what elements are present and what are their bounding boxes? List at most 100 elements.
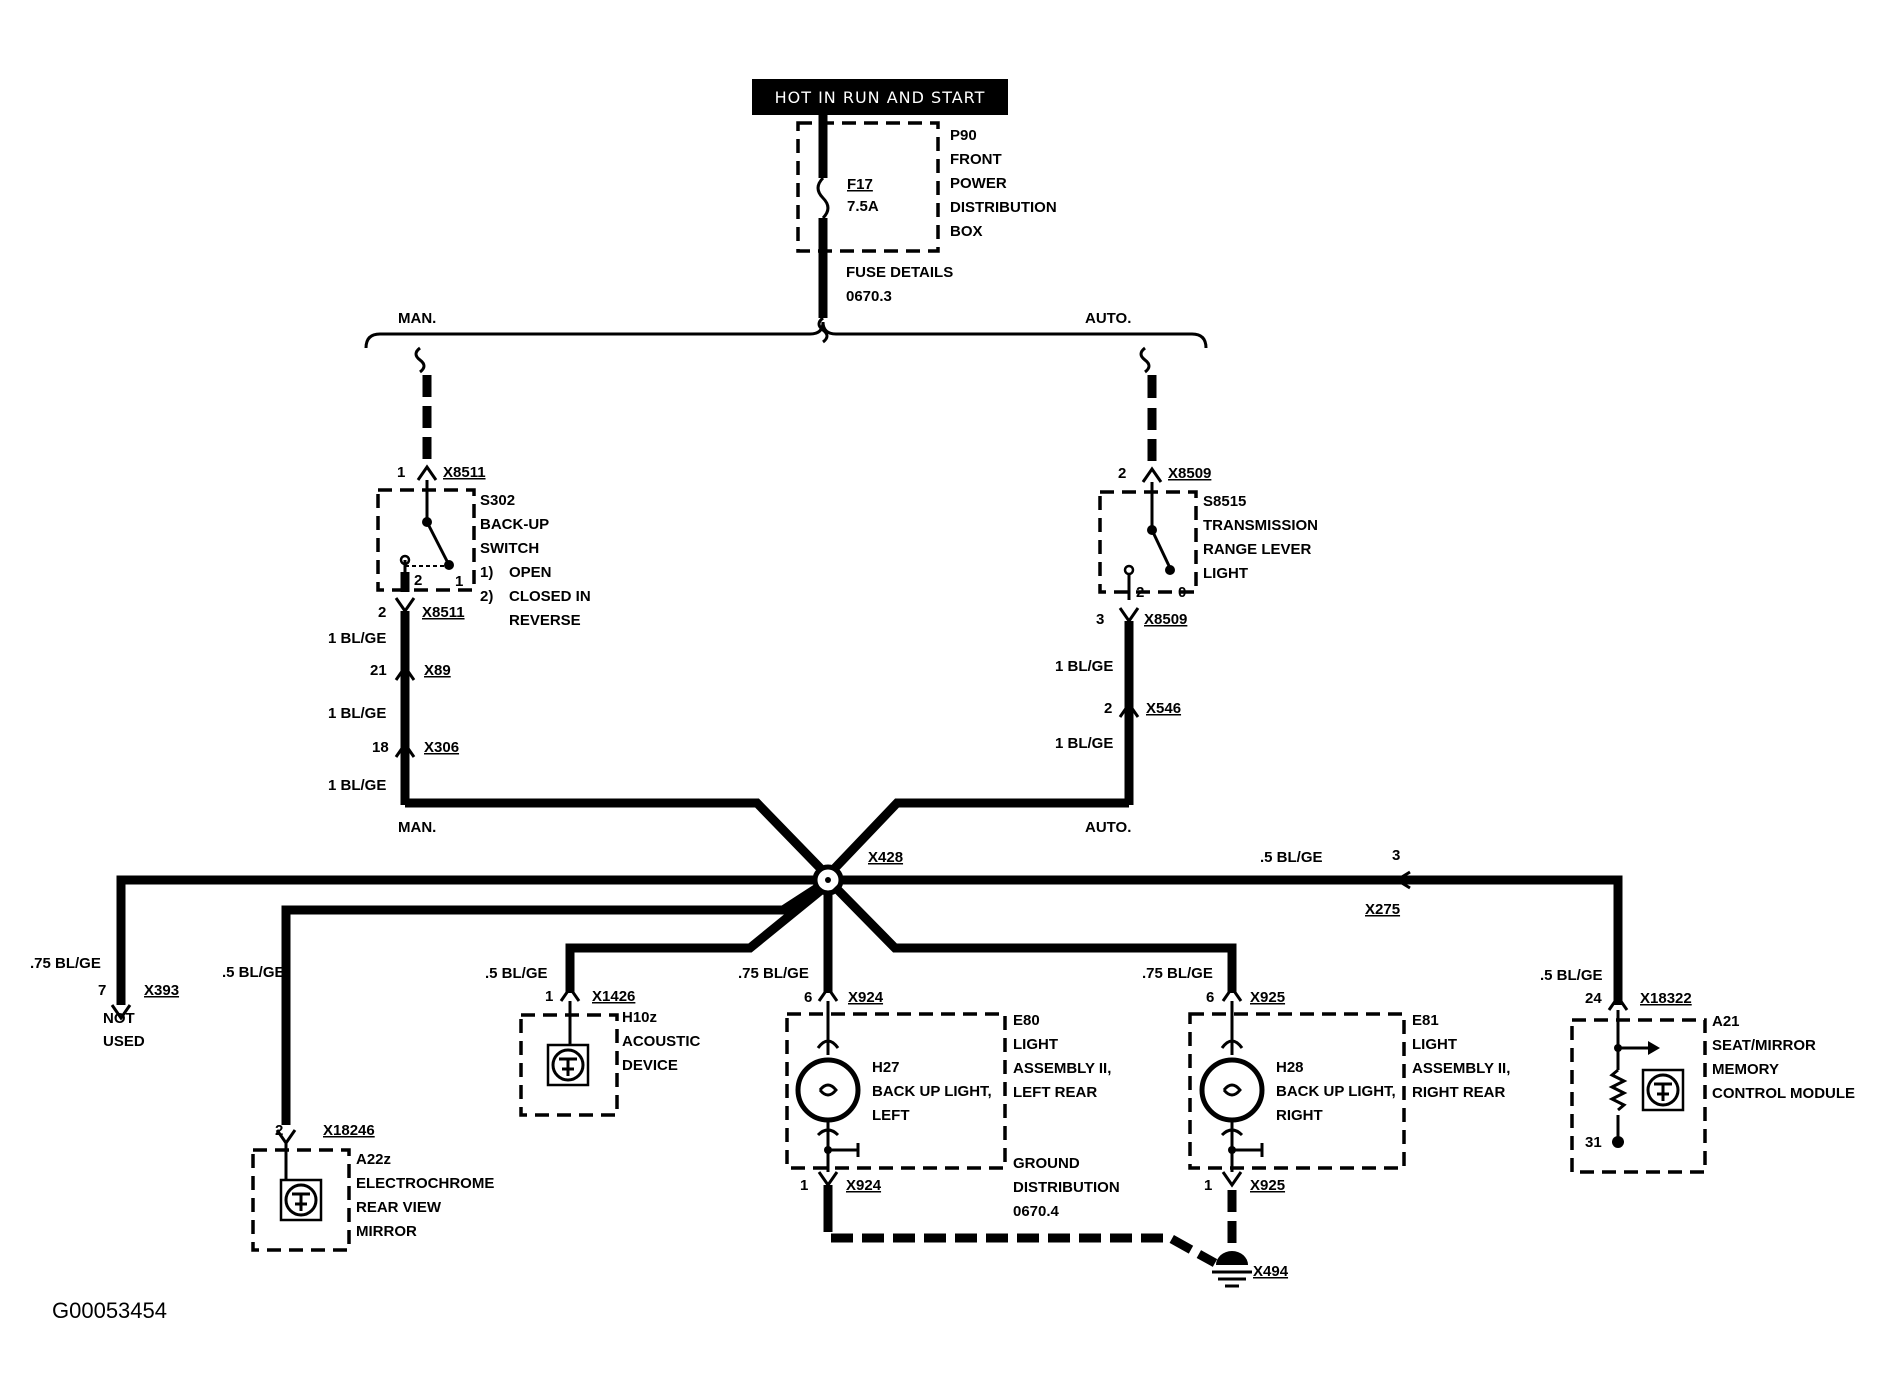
man-switch-state-2: CLOSED IN — [509, 588, 591, 605]
auto-bot-conn: X8509 — [1144, 611, 1187, 628]
man-contact-2: 2 — [414, 572, 422, 589]
right-bulb-name-1: BACK UP LIGHT, — [1276, 1083, 1396, 1100]
left-light-pin: 6 — [804, 989, 812, 1006]
left-light-wire-label: .75 BL/GE — [738, 965, 809, 982]
right-bulb-id: H28 — [1276, 1059, 1304, 1076]
man-switch-state-2-num: 2) — [480, 588, 493, 605]
left-assy-id: E80 — [1013, 1012, 1040, 1029]
hot-label: HOT IN RUN AND START — [775, 88, 986, 107]
man-switch-state-3: REVERSE — [509, 612, 581, 629]
acoustic-name-2: DEVICE — [622, 1057, 678, 1074]
left-ground-wire — [823, 1210, 1218, 1267]
auto-x546: X546 — [1146, 700, 1181, 717]
auto-wire-2: 1 BL/GE — [1055, 735, 1113, 752]
left-bulb-name-1: BACK UP LIGHT, — [872, 1083, 992, 1100]
memory-name-3: CONTROL MODULE — [1712, 1085, 1855, 1102]
auto-bottom-label: AUTO. — [1085, 819, 1131, 836]
auto-bot-pin: 3 — [1096, 611, 1104, 628]
fuse-rating: 7.5A — [847, 198, 879, 215]
man-contact-1: 1 — [455, 573, 463, 590]
left-bulb-id: H27 — [872, 1059, 900, 1076]
ground-note-1: GROUND — [1013, 1155, 1080, 1172]
acoustic-id: H10z — [622, 1009, 657, 1026]
left-assy-name-1: LIGHT — [1013, 1036, 1058, 1053]
memory-gnd-pin: 31 — [1585, 1134, 1602, 1151]
auto-wire-1: 1 BL/GE — [1055, 658, 1113, 675]
auto-switch-blade — [1150, 529, 1172, 569]
fuse-details-1: FUSE DETAILS — [846, 264, 953, 281]
left-gnd-conn: X924 — [846, 1177, 882, 1194]
right-assy-id: E81 — [1412, 1012, 1439, 1029]
left-assy-name-2: ASSEMBLY II, — [1013, 1060, 1111, 1077]
mirror-outline — [251, 1148, 351, 1252]
man-switch-name-2: SWITCH — [480, 540, 539, 557]
ground-note-2: DISTRIBUTION — [1013, 1179, 1120, 1196]
auto-switch-name-1: TRANSMISSION — [1203, 517, 1318, 534]
right-bulb-icon — [1199, 1057, 1265, 1123]
fuse-box-name-3: DISTRIBUTION — [950, 199, 1057, 216]
not-used-text-1: NOT — [103, 1010, 135, 1027]
range-lever-switch-outline — [1098, 490, 1198, 594]
mirror-id: A22z — [356, 1151, 391, 1168]
memory-name-1: SEAT/MIRROR — [1712, 1037, 1816, 1054]
auto-x546-pin: 2 — [1104, 700, 1112, 717]
mirror-device-icon — [279, 1178, 323, 1222]
mirror-wire — [281, 884, 820, 1125]
figure-code: G00053454 — [52, 1298, 167, 1323]
ground-note-3: 0670.4 — [1013, 1203, 1060, 1220]
memory-module-outline — [1570, 1018, 1707, 1174]
man-wire-2: 1 BL/GE — [328, 705, 386, 722]
right-light-conn: X925 — [1250, 989, 1285, 1006]
right-light-wire-label: .75 BL/GE — [1142, 965, 1213, 982]
man-switch-blade — [425, 521, 451, 566]
right-light-assembly-outline — [1188, 1012, 1406, 1170]
fuse-box-name-1: FRONT — [950, 151, 1002, 168]
man-bottom-label: MAN. — [398, 819, 436, 836]
man-wire-to-splice — [405, 798, 826, 874]
fuse-box-id: P90 — [950, 127, 977, 144]
man-x306: X306 — [424, 739, 459, 756]
right-feed-wire: .5 BL/GE — [1260, 849, 1323, 866]
mirror-pin: 2 — [275, 1122, 283, 1139]
man-switch-name-1: BACK-UP — [480, 516, 549, 533]
man-bot-pin: 2 — [378, 604, 386, 621]
acoustic-wire-label: .5 BL/GE — [485, 965, 548, 982]
mirror-name-3: MIRROR — [356, 1223, 417, 1240]
mirror-name-2: REAR VIEW — [356, 1199, 442, 1216]
memory-name-2: MEMORY — [1712, 1061, 1779, 1078]
memory-wire-label: .5 BL/GE — [1540, 967, 1603, 984]
man-bot-conn: X8511 — [422, 604, 465, 621]
right-gnd-conn: X925 — [1250, 1177, 1285, 1194]
fuse-break-mark — [817, 316, 829, 344]
mirror-wire-label: .5 BL/GE — [222, 964, 285, 981]
left-light-conn: X924 — [848, 989, 884, 1006]
acoustic-name-1: ACOUSTIC — [622, 1033, 701, 1050]
fuse-details-2: 0670.3 — [846, 288, 892, 305]
memory-pin: 24 — [1585, 990, 1602, 1007]
acoustic-wire — [565, 887, 823, 993]
auto-switch-name-3: LIGHT — [1203, 565, 1248, 582]
auto-switch-name-2: RANGE LEVER — [1203, 541, 1312, 558]
memory-arrow-icon — [1648, 1041, 1660, 1055]
man-top-conn: X8511 — [443, 464, 486, 481]
auto-top-pin: 2 — [1118, 465, 1126, 482]
right-feed-conn: X275 — [1365, 901, 1400, 918]
brace-label-man: MAN. — [398, 310, 436, 327]
man-top-pin: 1 — [397, 464, 405, 481]
acoustic-pin: 1 — [545, 988, 553, 1005]
man-switch-state-1: OPEN — [509, 564, 552, 581]
ground-id: X494 — [1253, 1263, 1289, 1280]
man-switch-state-1-num: 1) — [480, 564, 493, 581]
acoustic-conn: X1426 — [592, 988, 635, 1005]
auto-wire-to-splice — [831, 798, 1129, 872]
right-gnd-pin: 1 — [1204, 1177, 1212, 1194]
right-assy-name-3: RIGHT REAR — [1412, 1084, 1506, 1101]
right-light-wire — [831, 883, 1237, 993]
left-bulb-icon — [795, 1057, 861, 1123]
auto-contact-0: 0 — [1178, 584, 1186, 601]
man-x306-pin: 18 — [372, 739, 389, 756]
fuse-box-outline — [796, 121, 940, 253]
right-assy-name-1: LIGHT — [1412, 1036, 1457, 1053]
man-x89: X89 — [424, 662, 451, 679]
splice-label: X428 — [868, 849, 903, 866]
